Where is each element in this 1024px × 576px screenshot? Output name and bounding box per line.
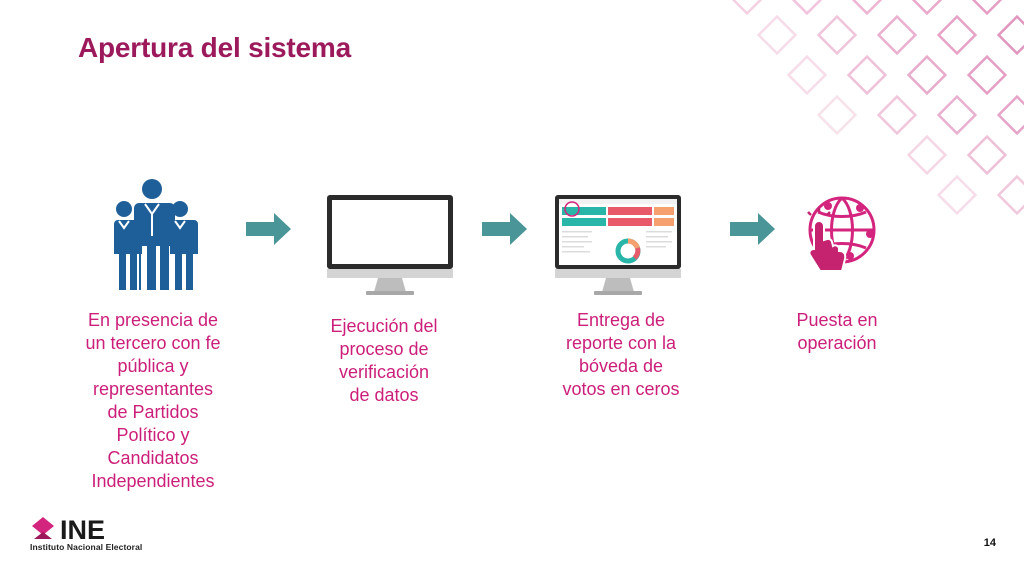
- caption-line: Candidatos: [107, 448, 199, 468]
- people-group-icon: [110, 179, 198, 290]
- step-caption-presence: En presencia de un tercero con fe públic…: [58, 309, 248, 493]
- caption-line: Entrega de: [576, 310, 666, 330]
- caption-line: Ejecución del: [330, 316, 438, 336]
- step-caption-report: Entrega de reporte con la bóveda de voto…: [536, 309, 706, 401]
- monitor-icon: [327, 195, 453, 295]
- diamond-pattern-decoration: [726, 0, 1024, 216]
- caption-line: bóveda de: [578, 356, 664, 376]
- step-caption-verification: Ejecución del proceso de verificación de…: [300, 315, 468, 407]
- caption-line: operación: [797, 333, 877, 353]
- caption-line: proceso de: [339, 339, 429, 359]
- arrow-right-icon: [482, 213, 527, 245]
- caption-line: reporte con la: [565, 333, 677, 353]
- caption-line: de Partidos: [107, 402, 199, 422]
- caption-line: verificación: [338, 362, 430, 382]
- slide-title: Apertura del sistema: [78, 32, 351, 63]
- globe-touch-icon: [807, 196, 876, 272]
- caption-line: Puesta en: [796, 310, 878, 330]
- step-caption-operation: Puesta en operación: [762, 309, 912, 355]
- caption-line: votos en ceros: [562, 379, 680, 399]
- caption-line: representantes: [92, 379, 214, 399]
- arrow-right-icon: [730, 213, 775, 245]
- logo-subtitle: Instituto Nacional Electoral: [30, 542, 143, 552]
- arrow-right-icon: [246, 213, 291, 245]
- caption-line: de datos: [349, 385, 419, 405]
- caption-line: En presencia de: [87, 310, 219, 330]
- caption-line: Independientes: [91, 471, 215, 491]
- ine-logo: INE: [32, 515, 105, 545]
- caption-line: un tercero con fe: [85, 333, 221, 353]
- dashboard-monitor-icon: [555, 195, 681, 295]
- page-number: 14: [983, 537, 996, 549]
- caption-line: pública y: [117, 356, 189, 376]
- caption-line: Político y: [116, 425, 190, 445]
- logo-brand: INE: [60, 515, 105, 545]
